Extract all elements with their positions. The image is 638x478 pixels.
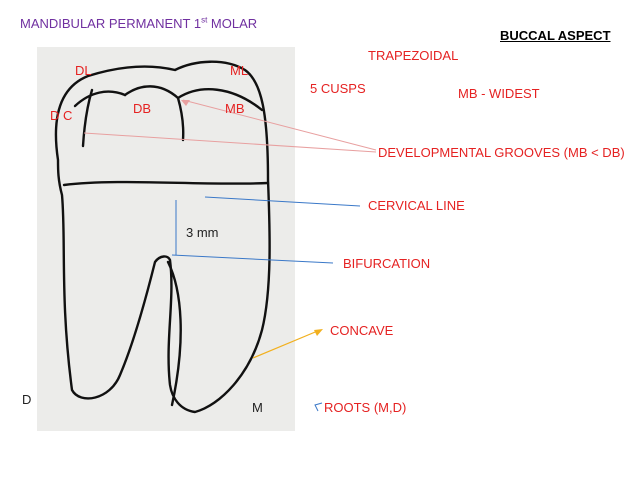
cervical-label: CERVICAL LINE xyxy=(368,198,465,213)
tooth-photo-background xyxy=(37,47,295,431)
roots-label: ROOTS (M,D) xyxy=(324,400,407,415)
cusp-ridge-distal xyxy=(73,90,127,108)
slide-title: MANDIBULAR PERMANENT 1st MOLAR xyxy=(20,16,257,31)
side-label-distal: D xyxy=(22,392,32,407)
root-inner-line xyxy=(166,260,182,407)
groove-mesial xyxy=(176,96,185,142)
tooth-outline xyxy=(54,60,271,414)
title-suffix: MOLAR xyxy=(207,16,258,31)
title-superscript: st xyxy=(201,15,208,25)
bifurcation-label: BIFURCATION xyxy=(343,256,431,271)
title-main: MANDIBULAR PERMANENT 1 xyxy=(20,16,202,31)
cervical-pointer xyxy=(204,196,361,207)
cusp-label-db: DB xyxy=(133,101,152,116)
measurement-label: 3 mm xyxy=(186,225,219,240)
aspect-heading: BUCCAL ASPECT xyxy=(500,28,611,43)
cervical-line xyxy=(62,180,270,187)
concave-label: CONCAVE xyxy=(330,323,394,338)
side-label-mesial: M xyxy=(252,400,263,415)
cusp-label-mb: MB xyxy=(225,101,245,116)
concave-arrowhead xyxy=(314,329,323,336)
mb-groove-pointer xyxy=(182,99,377,151)
mb-arrowhead xyxy=(181,100,190,106)
cusp-label-ml: ML xyxy=(230,63,249,78)
widest-label: MB - WIDEST xyxy=(458,86,540,101)
groove-distal xyxy=(81,88,94,148)
grooves-label: DEVELOPMENTAL GROOVES (MB < DB) xyxy=(378,145,625,160)
cusp-label-dc: D C xyxy=(50,108,73,123)
shape-label: TRAPEZOIDAL xyxy=(368,48,459,63)
cusp-ridge-middle xyxy=(123,85,180,100)
cusp-ridge-mesial xyxy=(176,88,264,112)
roots-pointer-icon xyxy=(314,402,323,412)
bifurcation-pointer xyxy=(171,254,334,264)
cusps-label: 5 CUSPS xyxy=(310,81,366,96)
cusp-label-dl: DL xyxy=(75,63,92,78)
db-groove-pointer xyxy=(83,132,377,153)
concave-pointer xyxy=(252,329,321,359)
